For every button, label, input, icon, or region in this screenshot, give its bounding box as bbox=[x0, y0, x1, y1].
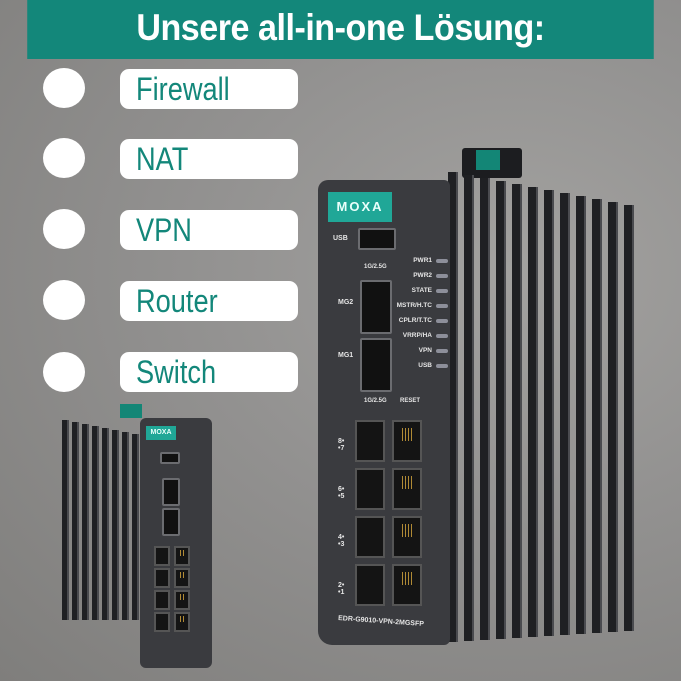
moxa-logo: MOXA bbox=[328, 192, 392, 222]
led-indicator bbox=[436, 319, 448, 323]
sfp-port-mg2[interactable] bbox=[360, 280, 392, 334]
terminal-connector bbox=[120, 404, 142, 418]
usb-port bbox=[160, 452, 180, 464]
bullet-icon bbox=[43, 68, 85, 108]
led-label: STATE bbox=[411, 287, 432, 294]
port-number-label: 8• •7 bbox=[338, 438, 345, 452]
heatsink-fin bbox=[72, 422, 79, 620]
led-label: PWR2 bbox=[413, 272, 432, 279]
ethernet-port bbox=[174, 568, 190, 588]
led-indicator bbox=[436, 289, 448, 293]
ethernet-port bbox=[392, 564, 422, 606]
led-label: PWR1 bbox=[413, 257, 432, 264]
ethernet-port bbox=[392, 420, 422, 462]
ethernet-port bbox=[355, 468, 385, 510]
feature-label: Firewall bbox=[136, 71, 230, 107]
speed-label: 1G/2.5G bbox=[364, 398, 387, 404]
heatsink-fin bbox=[496, 181, 506, 639]
heatsink-fin bbox=[102, 428, 109, 620]
heatsink-fin bbox=[92, 426, 99, 620]
heatsink-fin bbox=[512, 184, 522, 638]
mg2-label: MG2 bbox=[338, 299, 354, 306]
port-number-label: 4• •3 bbox=[338, 534, 345, 548]
heatsink-fin bbox=[560, 193, 570, 635]
reset-label: RESET bbox=[400, 398, 421, 404]
terminal-connector bbox=[476, 150, 500, 170]
heatsink-fin bbox=[528, 187, 538, 637]
led-indicator bbox=[436, 304, 448, 308]
sfp-port bbox=[162, 508, 180, 536]
sfp-port bbox=[162, 478, 180, 506]
led-label: VRRP/HA bbox=[402, 332, 432, 339]
heatsink-fin bbox=[624, 205, 634, 631]
led-indicator bbox=[436, 334, 448, 338]
feature-nat: NAT bbox=[120, 139, 298, 179]
heatsink-fin bbox=[592, 199, 602, 633]
mg1-label: MG1 bbox=[338, 352, 354, 359]
usb-label: USB bbox=[333, 235, 348, 242]
port-number-label: 2• •1 bbox=[338, 582, 345, 596]
sfp-port-mg1[interactable] bbox=[360, 338, 392, 392]
feature-vpn: VPN bbox=[120, 210, 298, 250]
feature-label: Router bbox=[136, 283, 218, 319]
ethernet-port bbox=[154, 590, 170, 610]
heatsink-fin bbox=[480, 178, 490, 640]
heatsink-fin bbox=[122, 432, 129, 620]
ethernet-port bbox=[355, 420, 385, 462]
heatsink-fin bbox=[464, 175, 474, 641]
heatsink-fin bbox=[576, 196, 586, 634]
ethernet-port bbox=[154, 568, 170, 588]
led-indicator bbox=[436, 259, 448, 263]
heatsink-fin bbox=[112, 430, 119, 620]
ethernet-port bbox=[392, 468, 422, 510]
moxa-logo: MOXA bbox=[146, 426, 176, 440]
ethernet-port bbox=[174, 546, 190, 566]
page-title: Unsere all-in-one Lösung: bbox=[27, 0, 654, 59]
led-indicator bbox=[436, 364, 448, 368]
led-label: MSTR/H.TC bbox=[396, 302, 432, 309]
ethernet-port bbox=[355, 516, 385, 558]
bullet-icon bbox=[43, 209, 85, 249]
ethernet-port bbox=[154, 612, 170, 632]
speed-label: 1G/2.5G bbox=[364, 264, 387, 270]
heatsink-fin bbox=[608, 202, 618, 632]
feature-label: VPN bbox=[136, 212, 192, 248]
heatsink-fin bbox=[448, 172, 458, 642]
ethernet-port bbox=[154, 546, 170, 566]
heatsink-fin bbox=[544, 190, 554, 636]
feature-label: NAT bbox=[136, 141, 189, 177]
led-indicator bbox=[436, 349, 448, 353]
bullet-icon bbox=[43, 138, 85, 178]
port-number-label: 6• •5 bbox=[338, 486, 345, 500]
ethernet-port bbox=[355, 564, 385, 606]
led-label: VPN bbox=[418, 347, 432, 354]
feature-firewall: Firewall bbox=[120, 69, 298, 109]
feature-router: Router bbox=[120, 281, 298, 321]
heatsink-fin bbox=[62, 420, 69, 620]
bullet-icon bbox=[43, 352, 85, 392]
led-label: CPLR/T.TC bbox=[398, 317, 432, 324]
heatsink-fin bbox=[82, 424, 89, 620]
led-indicator bbox=[436, 274, 448, 278]
led-label: USB bbox=[418, 362, 432, 369]
feature-label: Switch bbox=[136, 354, 217, 390]
usb-port[interactable] bbox=[358, 228, 396, 250]
feature-switch: Switch bbox=[120, 352, 298, 392]
heatsink-fin bbox=[132, 434, 139, 620]
ethernet-port bbox=[174, 612, 190, 632]
bullet-icon bbox=[43, 280, 85, 320]
ethernet-port bbox=[392, 516, 422, 558]
ethernet-port bbox=[174, 590, 190, 610]
